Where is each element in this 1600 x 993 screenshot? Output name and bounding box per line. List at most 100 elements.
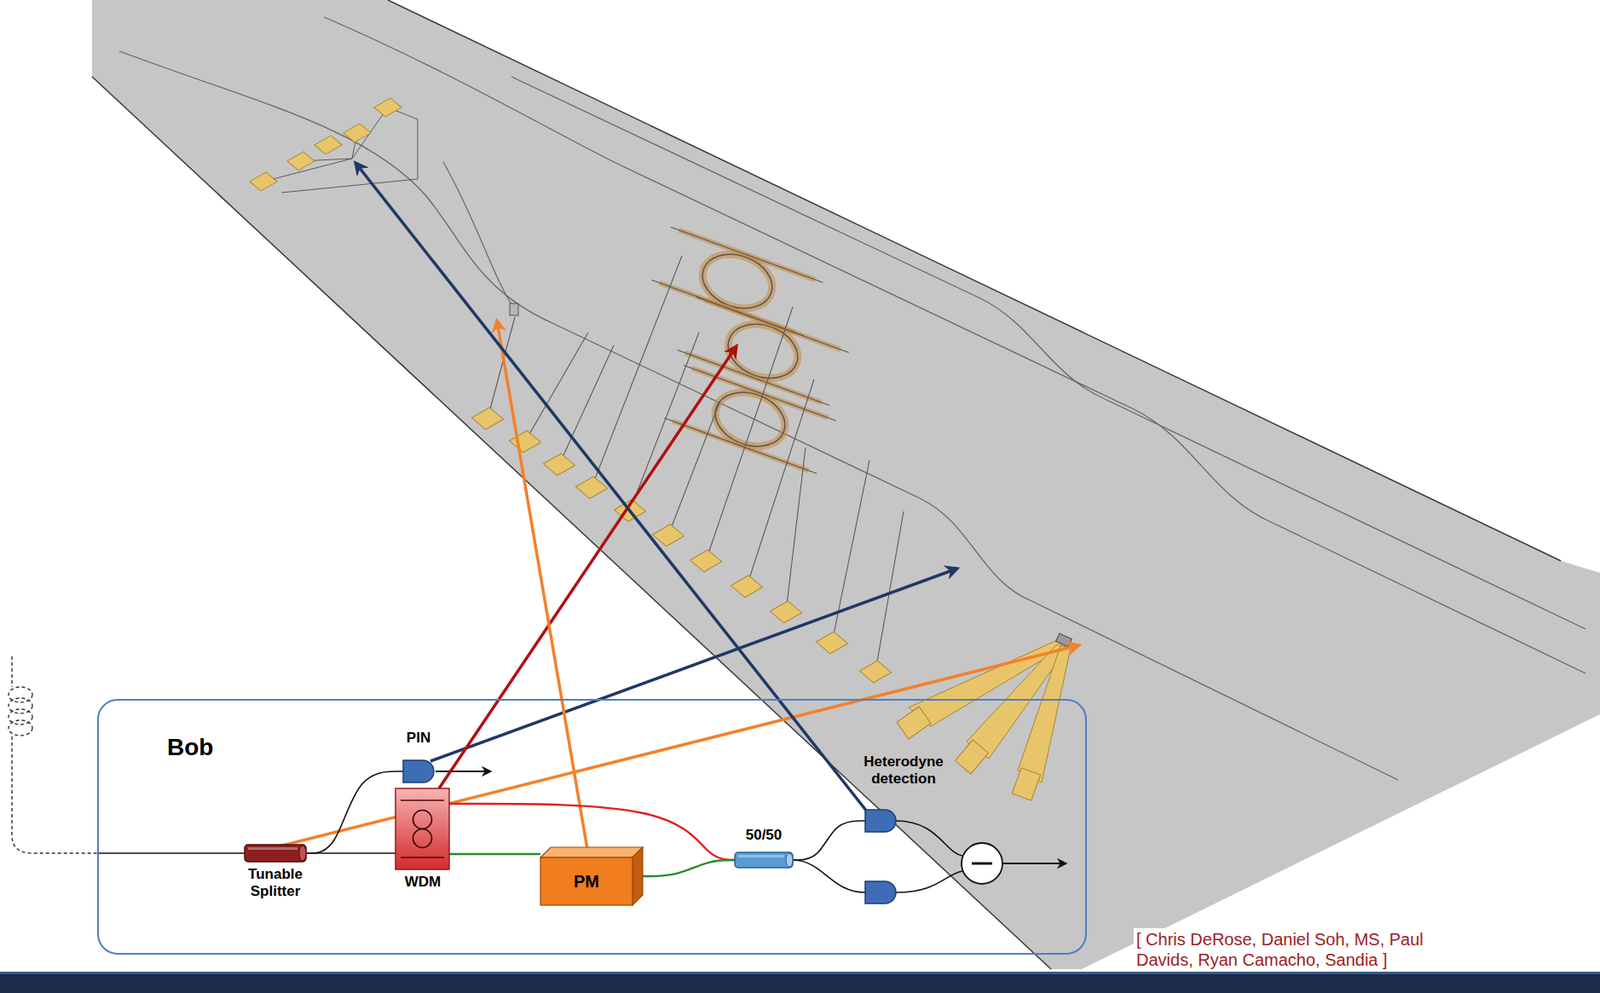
bond-pad	[1011, 768, 1040, 801]
cluster-pads	[249, 98, 402, 191]
bond-pad	[955, 739, 989, 775]
wdm-ring	[413, 810, 433, 830]
signal-wire	[895, 871, 963, 893]
chip-edge	[92, 76, 1052, 970]
component-highlight	[738, 854, 785, 858]
bond-pad	[249, 172, 278, 191]
component-label: PM	[540, 857, 633, 906]
pad-wire	[559, 345, 614, 465]
pointer-arrow	[355, 162, 867, 812]
fiber-component	[734, 852, 793, 868]
fiber-link	[306, 771, 404, 854]
fiber-line	[11, 736, 98, 854]
pin-detector: PIN	[393, 729, 444, 786]
fiber-link	[792, 820, 866, 861]
modulator-box	[540, 847, 643, 906]
pointer-arrow	[438, 346, 737, 789]
tunable-splitter: Tunable Splitter	[228, 840, 323, 909]
component-highlight	[248, 847, 298, 850]
fiber-line	[11, 656, 12, 688]
fiber-loop	[8, 720, 33, 736]
photodetector-device	[509, 303, 519, 316]
pad-wire	[746, 379, 815, 587]
fiber-spool	[8, 656, 98, 854]
signal-wire	[895, 820, 963, 856]
chip-edge	[387, 0, 1561, 561]
component-end	[299, 845, 307, 861]
wdm-bus	[400, 799, 445, 802]
chip-substrate	[92, 0, 1600, 970]
subtractor-symbol	[961, 843, 1003, 884]
footer-bar	[0, 974, 1600, 993]
bus-waveguide	[664, 418, 817, 474]
pad-wires	[487, 255, 904, 672]
waveguide	[119, 51, 1398, 780]
wdm-ring	[413, 829, 433, 849]
output-arrow	[1002, 862, 1066, 865]
wdm-symbol	[395, 788, 450, 870]
beam-splitter: 50/50	[729, 826, 798, 872]
component-label: PIN	[393, 729, 444, 747]
component-body	[734, 852, 793, 868]
component-end	[785, 853, 793, 867]
pad-wire	[831, 460, 870, 643]
fiber-line	[98, 852, 246, 855]
pad-wire	[525, 332, 589, 442]
pointer-arrow	[430, 568, 958, 762]
bond-pad	[314, 135, 342, 155]
box-top	[540, 847, 643, 858]
ring-heater	[694, 244, 780, 318]
fiber-link	[642, 860, 735, 877]
ring-waveguide	[694, 244, 780, 318]
bond-pad	[896, 706, 931, 740]
bond-pad	[689, 549, 722, 572]
bond-pad	[652, 524, 684, 547]
fiber-line	[792, 860, 866, 893]
bond-pad	[542, 453, 575, 476]
fiber-component	[244, 844, 307, 862]
bus-waveguide	[670, 226, 824, 283]
pad-wire	[281, 107, 418, 193]
wdm-bus	[400, 856, 445, 859]
bus-waveguide	[696, 296, 850, 353]
component-label: WDM	[385, 873, 461, 891]
component-label: 50/50	[729, 826, 798, 844]
fiber-link	[306, 852, 396, 855]
pad-wire	[705, 306, 793, 561]
component-label: Heterodyne detection	[848, 753, 959, 789]
pad-wire	[785, 447, 806, 613]
fiber-link	[449, 853, 541, 855]
waveguide	[323, 17, 1586, 674]
ring-resonator	[651, 226, 823, 336]
citation: [ Chris DeRose, Daniel Soh, MS, Paul Dav…	[1133, 928, 1446, 971]
pad-wire	[875, 511, 904, 672]
ring-resonator	[664, 364, 836, 474]
pad-wire	[668, 400, 721, 536]
grating-coupler	[1056, 633, 1073, 647]
box-heading: Bob	[167, 733, 214, 763]
bond-pad	[769, 600, 802, 624]
bond-pad	[374, 98, 402, 117]
system-box: PIN Tunable Splitter WDM PM 50/50 Heterodyne …	[97, 698, 1087, 955]
ring-waveguide	[707, 382, 792, 456]
wdm-body	[395, 788, 450, 870]
bond-pad	[287, 151, 315, 171]
footer-rule	[0, 971, 1600, 975]
bond-pad	[859, 660, 891, 683]
waveguide	[511, 76, 1586, 630]
bond-pad	[508, 430, 541, 453]
ring-heater	[707, 382, 792, 456]
fan-pad	[1017, 646, 1071, 783]
bond-pad	[343, 123, 371, 143]
bond-pad	[815, 631, 848, 654]
component-body	[244, 844, 307, 862]
cluster-wires	[263, 107, 418, 193]
component-label: Tunable Splitter	[228, 866, 323, 902]
minus-sign	[971, 862, 993, 866]
ring-resonator	[676, 296, 849, 405]
photodiode-symbol	[865, 809, 896, 832]
pad-wire	[591, 255, 682, 488]
